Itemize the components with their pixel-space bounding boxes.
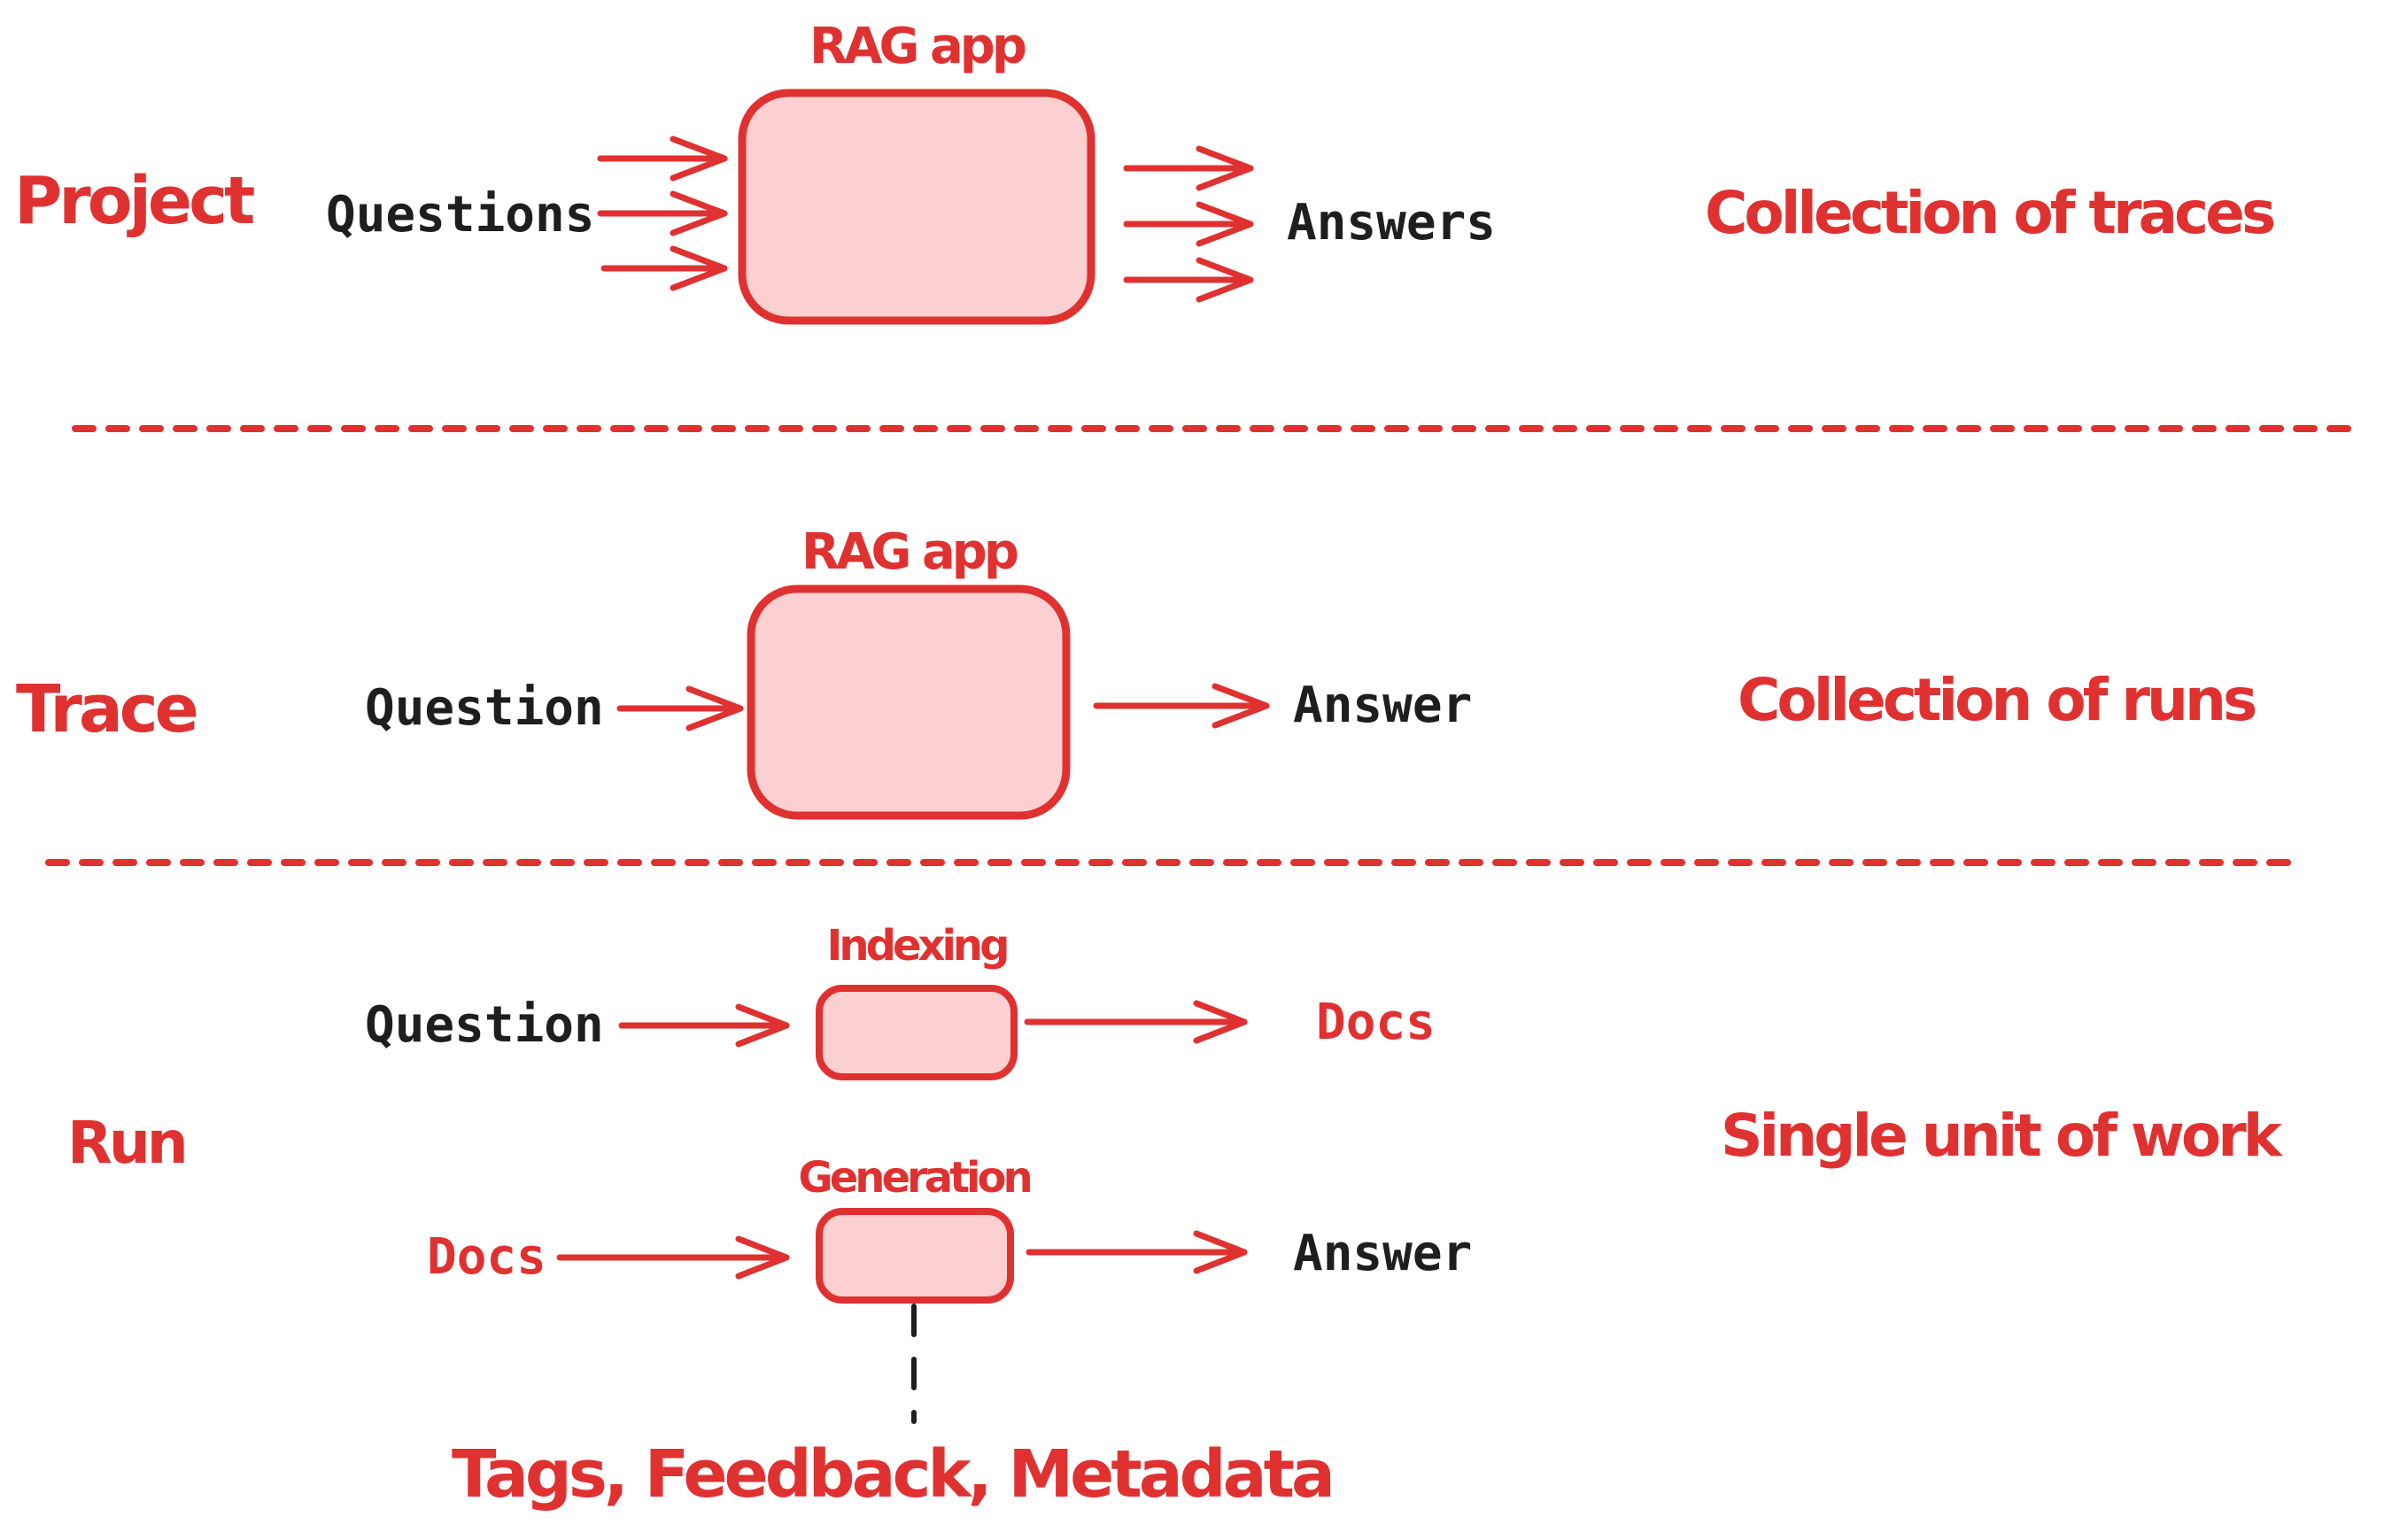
indexing-box-title: Indexing: [826, 921, 1010, 971]
question-input-arrow: [616, 685, 744, 731]
trace-output-label: Answer: [1293, 677, 1473, 734]
project-meaning-label: Collection of traces: [1705, 179, 2276, 247]
project-section-label: Project: [14, 163, 255, 239]
generation-box-title: Generation: [798, 1153, 1033, 1203]
answer-output-arrow: [1093, 683, 1270, 729]
generation-output-label: Answer: [1293, 1225, 1473, 1282]
answers-output-arrows: [1123, 145, 1254, 303]
trace-input-label: Question: [365, 679, 604, 737]
indexing-input-label: Question: [365, 996, 604, 1054]
indexing-output-arrow: [1024, 1000, 1248, 1044]
questions-input-arrows: [597, 135, 728, 291]
project-input-label: Questions: [326, 186, 595, 244]
project-output-label: Answers: [1287, 194, 1497, 252]
rag-app-box-trace: [747, 584, 1071, 820]
indexing-box: [816, 985, 1018, 1080]
generation-input-arrow: [556, 1235, 790, 1280]
rag-app-box-project: [738, 89, 1095, 325]
generation-output-arrow: [1026, 1230, 1248, 1274]
indexing-output-label: Docs: [1316, 994, 1436, 1051]
run-section-label: Run: [67, 1109, 189, 1177]
rag-app-box-title-trace: RAG app: [801, 523, 1019, 581]
trace-meaning-label: Collection of runs: [1738, 666, 2257, 734]
run-annotation-label: Tags, Feedback, Metadata: [452, 1436, 1335, 1513]
rag-app-box-title-project: RAG app: [809, 18, 1027, 75]
generation-box: [816, 1208, 1014, 1304]
run-meaning-label: Single unit of work: [1721, 1102, 2282, 1170]
indexing-input-arrow: [618, 1003, 790, 1048]
trace-section-label: Trace: [16, 671, 199, 747]
generation-input-label: Docs: [427, 1228, 546, 1286]
